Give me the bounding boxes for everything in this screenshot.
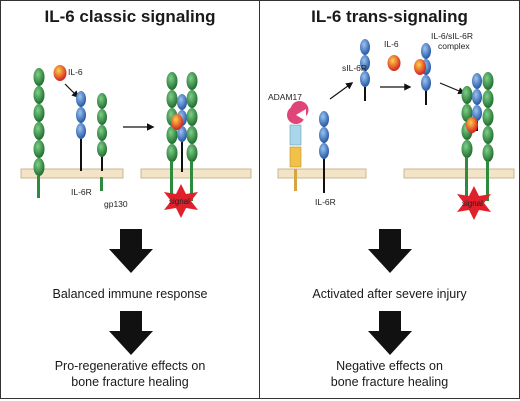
signal-label: signal [462, 199, 483, 208]
signal-star [164, 184, 198, 218]
il6r-receptor [76, 91, 86, 171]
trans-signaling-panel: IL-6 trans-signaling [259, 0, 520, 399]
il6-label: IL-6 [384, 39, 399, 49]
down-arrow-1 [109, 229, 153, 273]
trans-outcome-text: Activated after severe injury [312, 287, 467, 301]
il6-ligand [53, 65, 67, 81]
shedding-arrow [329, 82, 354, 100]
classic-signaling-panel: IL-6 classic signaling [0, 0, 260, 399]
il6r-label: IL-6R [71, 187, 92, 197]
down-arrow-1 [368, 229, 412, 273]
signaling-complex [166, 72, 198, 201]
gp130-receptor-second [97, 93, 107, 191]
trans-effect-line2: bone fracture healing [330, 375, 449, 389]
classic-effect-line1: Pro-regenerative effects on [54, 359, 206, 373]
gp130-receptor [33, 68, 45, 198]
down-arrow-2 [109, 311, 153, 355]
complex-label-line2: complex [438, 41, 470, 51]
adam17-protease [287, 101, 309, 191]
sil6r-soluble-receptor [360, 39, 370, 101]
trans-effect-line1: Negative effects on [336, 359, 443, 373]
sil6r-label: sIL-6R [342, 63, 367, 73]
cell-membrane-right [140, 168, 252, 179]
signal-star [457, 186, 491, 220]
classic-signaling-title: IL-6 classic signaling [44, 7, 216, 26]
classic-effect-line2: bone fracture healing [71, 375, 189, 389]
signal-label: signal [169, 197, 190, 206]
trans-signaling-diagram: ADAM17 IL-6R sIL-6R IL-6 IL-6/sIL-6R com… [268, 31, 515, 355]
cell-membrane [277, 168, 367, 179]
trans-signaling-title: IL-6 trans-signaling [311, 7, 468, 26]
signaling-complex [461, 72, 494, 201]
il6-ligand [387, 55, 401, 71]
binding-arrow [64, 83, 80, 99]
complex-label-line1: IL-6/sIL-6R [431, 31, 473, 41]
cell-membrane-right [403, 168, 515, 179]
il6-sil6r-complex [414, 43, 431, 105]
binding-arrow [439, 82, 466, 95]
il6r-receptor [319, 111, 329, 193]
il6-label: IL-6 [68, 67, 83, 77]
classic-signaling-diagram: IL-6 IL-6R gp130 [20, 65, 252, 355]
classic-outcome-text: Balanced immune response [52, 287, 208, 301]
cell-membrane [20, 168, 124, 179]
down-arrow-2 [368, 311, 412, 355]
il6r-label: IL-6R [315, 197, 336, 207]
gp130-label: gp130 [104, 199, 128, 209]
adam17-label: ADAM17 [268, 92, 302, 102]
